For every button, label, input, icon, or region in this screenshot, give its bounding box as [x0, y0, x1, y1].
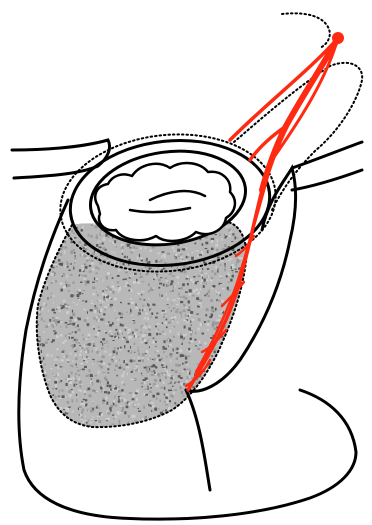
vessel-sheath-dotted-top [282, 13, 330, 48]
organ-right-edge [186, 390, 210, 490]
right-tube [292, 142, 362, 190]
vessel-origin-dot [332, 32, 344, 44]
left-tube-upper [12, 140, 110, 178]
